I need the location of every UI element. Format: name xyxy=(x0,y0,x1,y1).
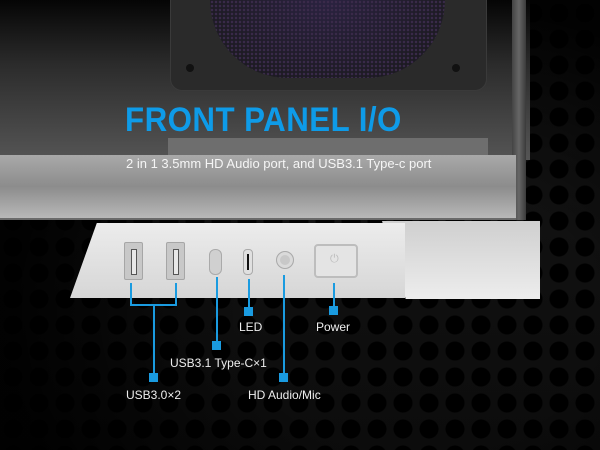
side-panel xyxy=(382,221,540,299)
leader-marker xyxy=(329,306,338,315)
label-usb30: USB3.0×2 xyxy=(126,388,182,402)
leader-line xyxy=(283,275,285,375)
leader-line xyxy=(248,279,250,309)
audio-jack xyxy=(276,251,294,269)
leader-line xyxy=(153,305,155,375)
label-audio: HD Audio/Mic xyxy=(248,388,321,402)
fan-grill xyxy=(210,0,445,78)
screw-icon xyxy=(452,64,460,72)
shelf-top xyxy=(168,138,488,155)
label-power: Power xyxy=(316,320,351,334)
leader-line xyxy=(175,283,177,305)
label-led: LED xyxy=(239,320,263,334)
shelf xyxy=(0,155,516,220)
usb-a-port-2 xyxy=(166,242,185,280)
usb-a-port-1 xyxy=(124,242,143,280)
power-button[interactable]: ⏻ xyxy=(314,244,358,278)
screw-icon xyxy=(186,64,194,72)
led-indicator xyxy=(209,249,222,275)
leader-line xyxy=(130,283,132,305)
label-usb31c: USB3.1 Type-C×1 xyxy=(170,356,267,370)
page-title: FRONT PANEL I/O xyxy=(125,101,402,139)
leader-marker xyxy=(149,373,158,382)
power-icon: ⏻ xyxy=(330,253,339,265)
page-subtitle: 2 in 1 3.5mm HD Audio port, and USB3.1 T… xyxy=(126,156,432,171)
leader-marker xyxy=(244,307,253,316)
leader-marker xyxy=(212,341,221,350)
leader-line xyxy=(216,277,218,344)
leader-marker xyxy=(279,373,288,382)
leader-line xyxy=(333,283,335,308)
usb-c-port xyxy=(243,249,253,275)
